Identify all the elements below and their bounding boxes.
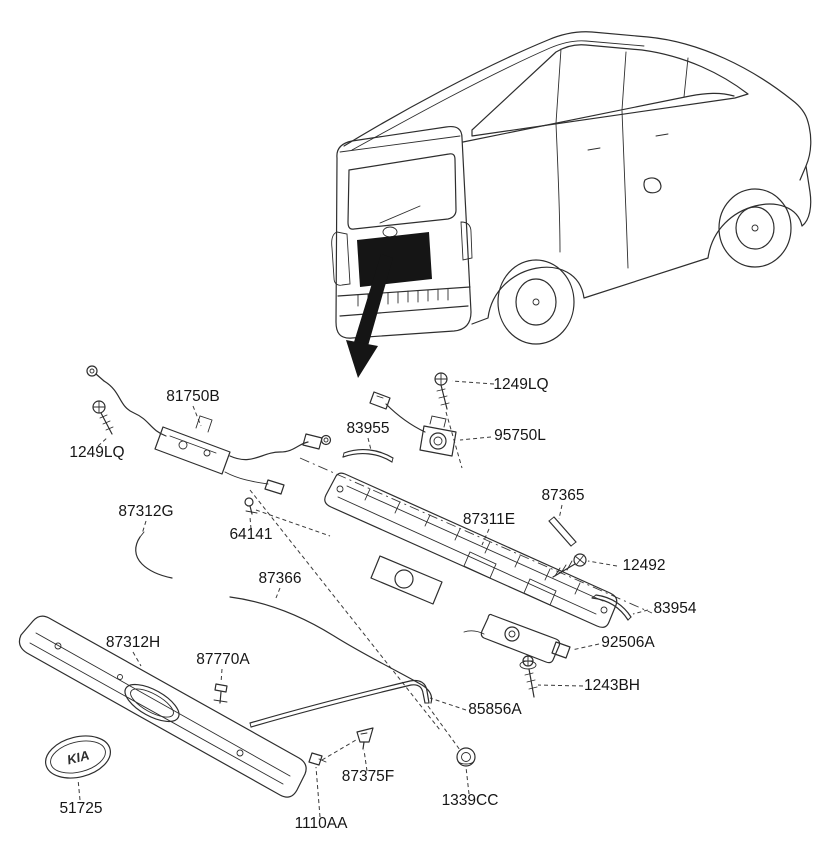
part-label-1243BH[interactable]: 1243BH bbox=[584, 677, 640, 694]
part-label-87770A[interactable]: 87770A bbox=[196, 651, 250, 668]
part-1243BH-bolt bbox=[519, 655, 538, 698]
part-label-85856A[interactable]: 85856A bbox=[468, 701, 522, 718]
license-recess bbox=[357, 232, 432, 287]
part-label-1249LQ-left[interactable]: 1249LQ bbox=[69, 444, 124, 461]
part-87312H-tailgate-garnish bbox=[18, 615, 307, 798]
part-1110AA-bolt bbox=[308, 752, 327, 766]
part-1339CC-nut bbox=[456, 747, 476, 767]
pointer-arrow bbox=[346, 254, 393, 378]
part-87365-strip bbox=[548, 516, 577, 547]
part-83954-strip bbox=[591, 594, 632, 621]
part-87312G-rod bbox=[135, 531, 173, 579]
part-label-12492[interactable]: 12492 bbox=[622, 557, 665, 574]
part-label-1339CC[interactable]: 1339CC bbox=[442, 792, 499, 809]
part-label-1110AA[interactable]: 1110AA bbox=[295, 815, 349, 832]
part-label-87366[interactable]: 87366 bbox=[258, 570, 301, 587]
part-81750B-latch-cable-assembly bbox=[86, 365, 332, 495]
part-label-87312H[interactable]: 87312H bbox=[106, 634, 160, 651]
part-label-87311E[interactable]: 87311E bbox=[463, 511, 515, 528]
part-label-87365[interactable]: 87365 bbox=[541, 487, 584, 504]
part-51725-kia-emblem: KIA bbox=[45, 735, 111, 779]
part-92506A-license-lamp bbox=[463, 613, 571, 664]
part-label-95750L[interactable]: 95750L bbox=[494, 427, 546, 444]
part-83955-strip bbox=[342, 448, 394, 463]
part-87375F-clip bbox=[356, 727, 374, 750]
part-1249LQ-screw-left bbox=[92, 400, 114, 435]
part-label-64141[interactable]: 64141 bbox=[229, 526, 272, 543]
kia-emblem-text: KIA bbox=[65, 747, 90, 767]
part-12492-screw bbox=[552, 553, 587, 578]
part-label-87312G[interactable]: 87312G bbox=[118, 503, 173, 520]
vehicle-illustration bbox=[331, 31, 812, 345]
part-1249LQ-screw-top bbox=[434, 372, 450, 410]
part-label-1249LQ-top[interactable]: 1249LQ bbox=[493, 376, 548, 393]
part-64141-clip bbox=[244, 497, 258, 515]
part-label-92506A[interactable]: 92506A bbox=[601, 634, 655, 651]
part-label-87375F[interactable]: 87375F bbox=[342, 768, 395, 785]
part-87770A-clip bbox=[213, 683, 228, 704]
part-label-83955[interactable]: 83955 bbox=[346, 420, 389, 437]
part-label-83954[interactable]: 83954 bbox=[653, 600, 696, 617]
part-label-81750B[interactable]: 81750B bbox=[166, 388, 219, 405]
part-85856A-strip bbox=[249, 679, 430, 728]
part-87366-rod bbox=[229, 596, 433, 704]
leader-lines bbox=[77, 380, 653, 818]
part-87311E-back-panel-moulding bbox=[324, 472, 618, 628]
part-labels: 81750B 1249LQ 1249LQ 83955 95750L 87312G… bbox=[59, 376, 696, 832]
part-label-51725[interactable]: 51725 bbox=[59, 800, 102, 817]
part-95750L-rear-camera bbox=[369, 391, 457, 457]
